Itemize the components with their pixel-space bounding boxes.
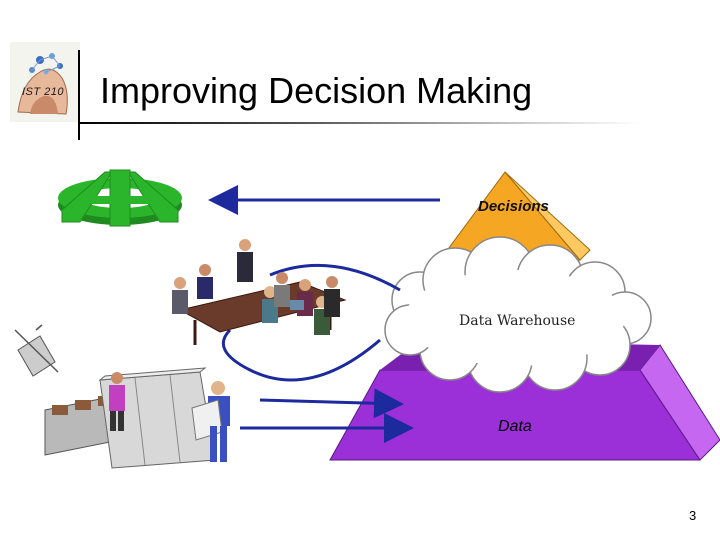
data-label: Data (498, 418, 532, 436)
decisions-label: Decisions (478, 198, 549, 215)
arrow-meeting-curve-bottom (223, 330, 380, 380)
page-number: 3 (689, 508, 696, 523)
dollar-sign-icon (58, 170, 182, 226)
meeting-illustration (172, 239, 345, 345)
server-room-illustration (45, 368, 230, 468)
data-warehouse-label: Data Warehouse (459, 313, 575, 329)
satellite-icon (15, 325, 58, 376)
